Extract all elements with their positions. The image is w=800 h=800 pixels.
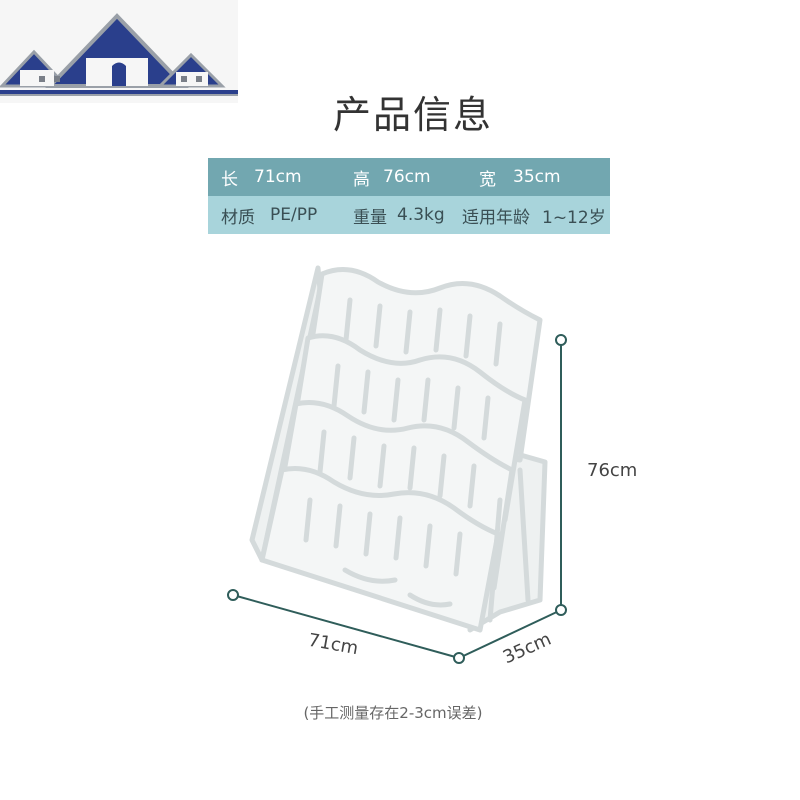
brand-logo (0, 0, 238, 103)
height-value: 76cm (383, 167, 431, 187)
material-value: PE/PP (270, 205, 318, 225)
length-value: 71cm (254, 167, 302, 187)
weight-label: 重量 (353, 207, 387, 228)
measurement-note: (手工测量存在2-3cm误差) (303, 704, 483, 722)
width-label: 宽 (479, 169, 496, 190)
height-label: 高 (353, 169, 370, 190)
width-value: 35cm (513, 167, 561, 187)
height-dimension-label: 76cm (587, 460, 638, 481)
spec-row-dimensions: 长 71cm 高 76cm 宽 35cm (208, 158, 610, 196)
page-title: 产品信息 (332, 93, 493, 137)
spec-table: 长 71cm 高 76cm 宽 35cm 材质 PE/PP 重量 4.3kg 适… (208, 158, 610, 234)
length-label: 长 (221, 169, 238, 190)
weight-value: 4.3kg (397, 205, 445, 225)
material-label: 材质 (221, 207, 255, 228)
house-roofs-icon (0, 0, 238, 103)
age-value: 1~12岁 (542, 207, 606, 228)
age-label: 适用年龄 (462, 207, 530, 228)
dimension-lines (227, 334, 567, 664)
book-rack-illustration (249, 265, 548, 633)
spec-row-details: 材质 PE/PP 重量 4.3kg 适用年龄 1~12岁 (208, 196, 610, 234)
